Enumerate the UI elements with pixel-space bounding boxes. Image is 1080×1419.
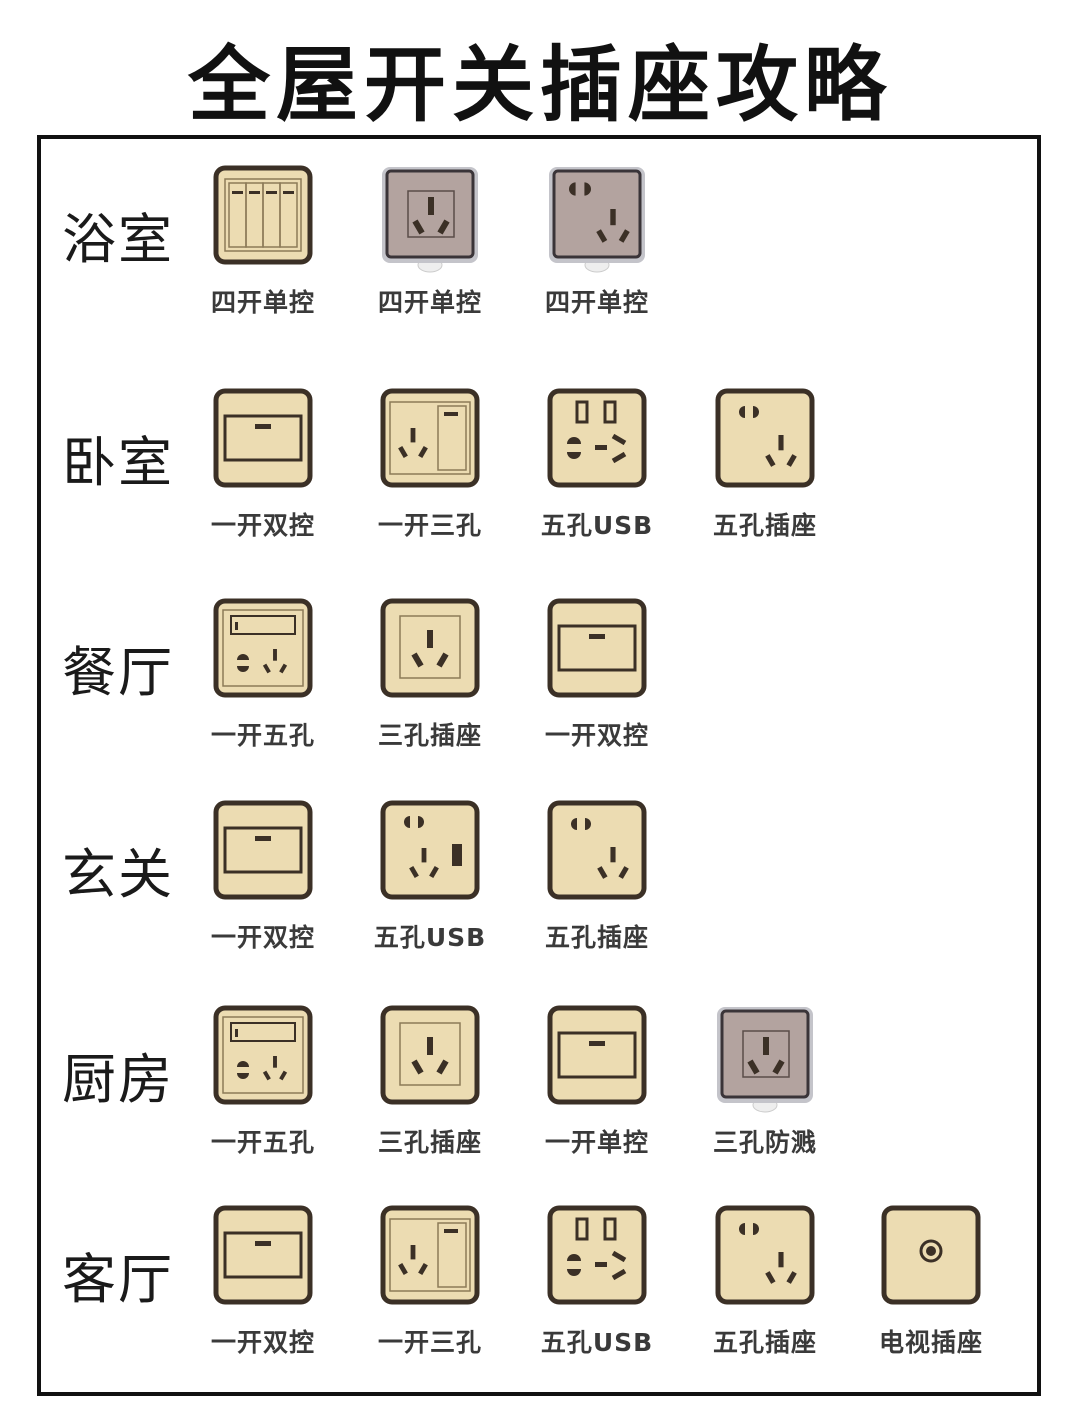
five-pin-usb-side-icon xyxy=(380,800,480,900)
socket-item: 五孔插座 xyxy=(522,800,672,954)
socket-item: 三孔插座 xyxy=(355,1005,505,1159)
three-pin-socket-icon xyxy=(380,1005,480,1105)
socket-label: 一开双控 xyxy=(210,511,315,540)
three-pin-socket-icon xyxy=(380,598,480,698)
socket-label: 三孔插座 xyxy=(377,1128,482,1157)
single-switch-icon xyxy=(213,1205,313,1305)
single-switch-icon xyxy=(547,598,647,698)
socket-label: 五孔USB xyxy=(540,511,654,540)
socket-label: 四开单控 xyxy=(544,288,649,317)
switch-three-pin-icon xyxy=(380,1205,480,1305)
socket-item: 四开单控 xyxy=(188,165,338,319)
splashproof-three-pin-icon xyxy=(382,167,478,273)
socket-label: 一开五孔 xyxy=(210,721,315,750)
socket-item: 五孔USB xyxy=(522,1205,672,1359)
socket-item: 一开五孔 xyxy=(188,1005,338,1159)
single-switch-icon xyxy=(547,1005,647,1105)
socket-item: 三孔插座 xyxy=(355,598,505,752)
socket-label: 一开双控 xyxy=(544,721,649,750)
splashproof-three-pin-icon xyxy=(717,1007,813,1113)
socket-label: 五孔插座 xyxy=(712,1328,817,1357)
content-frame xyxy=(37,135,1041,1396)
socket-label: 三孔插座 xyxy=(377,721,482,750)
five-pin-socket-icon xyxy=(715,1205,815,1305)
socket-label: 一开五孔 xyxy=(210,1128,315,1157)
socket-label: 一开单控 xyxy=(544,1128,649,1157)
socket-label: 一开三孔 xyxy=(377,1328,482,1357)
socket-label: 一开三孔 xyxy=(377,511,482,540)
socket-item: 一开双控 xyxy=(188,1205,338,1359)
five-pin-socket-icon xyxy=(547,800,647,900)
room-row: 玄关 一开双控 五孔USB 五孔插座 xyxy=(0,800,1080,980)
single-switch-icon xyxy=(213,388,313,488)
socket-label: 五孔插座 xyxy=(712,511,817,540)
five-pin-usb-icon xyxy=(547,388,647,488)
single-switch-icon xyxy=(213,800,313,900)
socket-item: 五孔USB xyxy=(355,800,505,954)
room-name: 浴室 xyxy=(62,208,174,271)
socket-item: 一开双控 xyxy=(188,388,338,542)
socket-label: 五孔USB xyxy=(373,923,487,952)
socket-item: 一开三孔 xyxy=(355,1205,505,1359)
socket-item: 一开单控 xyxy=(522,1005,672,1159)
socket-label: 四开单控 xyxy=(377,288,482,317)
five-pin-socket-icon xyxy=(715,388,815,488)
five-pin-usb-icon xyxy=(547,1205,647,1305)
socket-item: 一开三孔 xyxy=(355,388,505,542)
room-row: 浴室 四开单控 四开单控 四开单控 xyxy=(0,165,1080,345)
room-row: 卧室 一开双控 一开三孔 五孔USB 五孔插座 xyxy=(0,388,1080,568)
socket-label: 三孔防溅 xyxy=(712,1128,817,1157)
room-name: 卧室 xyxy=(62,431,174,494)
switch-five-pin-icon xyxy=(213,1005,313,1105)
socket-item: 一开五孔 xyxy=(188,598,338,752)
socket-label: 五孔插座 xyxy=(544,923,649,952)
socket-item: 电视插座 xyxy=(856,1205,1006,1359)
splashproof-five-pin-icon xyxy=(549,167,645,273)
room-name: 厨房 xyxy=(62,1048,174,1111)
switch-five-pin-icon xyxy=(213,598,313,698)
socket-label: 一开双控 xyxy=(210,923,315,952)
room-row: 厨房 一开五孔 三孔插座 一开单控 三孔防溅 xyxy=(0,1005,1080,1185)
socket-label: 四开单控 xyxy=(210,288,315,317)
socket-item: 四开单控 xyxy=(522,165,672,319)
room-name: 餐厅 xyxy=(62,641,174,704)
socket-item: 五孔插座 xyxy=(690,388,840,542)
switch-three-pin-icon xyxy=(380,388,480,488)
socket-item: 五孔插座 xyxy=(690,1205,840,1359)
four-gang-switch-icon xyxy=(213,165,313,265)
room-row: 客厅 一开双控 一开三孔 五孔USB 五孔插座 电视插座 xyxy=(0,1205,1080,1385)
socket-item: 一开双控 xyxy=(522,598,672,752)
socket-label: 电视插座 xyxy=(878,1328,983,1357)
room-name: 玄关 xyxy=(62,843,174,906)
socket-label: 一开双控 xyxy=(210,1328,315,1357)
socket-item: 五孔USB xyxy=(522,388,672,542)
socket-label: 五孔USB xyxy=(540,1328,654,1357)
page-title: 全屋开关插座攻略 xyxy=(187,38,892,133)
room-name: 客厅 xyxy=(62,1248,174,1311)
socket-item: 一开双控 xyxy=(188,800,338,954)
socket-item: 四开单控 xyxy=(355,165,505,319)
tv-socket-icon xyxy=(881,1205,981,1305)
room-row: 餐厅 一开五孔 三孔插座 一开双控 xyxy=(0,598,1080,778)
socket-item: 三孔防溅 xyxy=(690,1005,840,1159)
